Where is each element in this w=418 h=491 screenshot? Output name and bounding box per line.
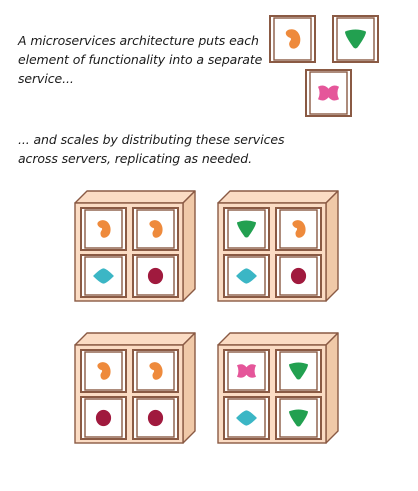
blob-shape bbox=[149, 220, 163, 238]
service-cell-triangle bbox=[332, 15, 379, 63]
diamond-shape bbox=[236, 268, 257, 284]
blob-shape bbox=[149, 362, 163, 380]
blob-shape bbox=[97, 220, 111, 238]
service-cell-diamond bbox=[223, 396, 270, 440]
service-cell-blob bbox=[132, 207, 179, 251]
circle-shape bbox=[290, 267, 307, 285]
service-cell-circle bbox=[132, 396, 179, 440]
service-cell-blob bbox=[80, 207, 127, 251]
triangle-shape bbox=[237, 220, 256, 238]
intro-caption: A microservices architecture puts each e… bbox=[18, 33, 263, 86]
blob-shape bbox=[285, 29, 301, 49]
cabinet-side bbox=[182, 190, 196, 302]
service-cell-circle bbox=[132, 254, 179, 298]
cabinet-top bbox=[217, 332, 339, 346]
service-cell-triangle bbox=[275, 396, 322, 440]
service-cell-diamond bbox=[223, 254, 270, 298]
scaling-caption: ... and scales by distributing these ser… bbox=[18, 132, 285, 166]
circle-shape bbox=[147, 409, 164, 427]
cabinet-top bbox=[74, 332, 196, 346]
service-cell-diamond bbox=[80, 254, 127, 298]
service-cell-triangle bbox=[275, 349, 322, 393]
service-cell-blob bbox=[80, 349, 127, 393]
service-cell-blob bbox=[269, 15, 316, 63]
service-cell-bowtie bbox=[305, 69, 352, 117]
triangle-shape bbox=[289, 362, 308, 380]
bowtie-service-box bbox=[305, 69, 352, 117]
service-cell-blob bbox=[132, 349, 179, 393]
blob-shape bbox=[292, 220, 306, 238]
triangle-shape bbox=[345, 29, 366, 49]
server-4 bbox=[217, 332, 339, 444]
blob-service-box bbox=[269, 15, 316, 63]
diamond-shape bbox=[236, 410, 257, 426]
cabinet-side bbox=[325, 332, 339, 444]
service-cell-blob bbox=[275, 207, 322, 251]
server-1 bbox=[74, 190, 196, 302]
blob-shape bbox=[97, 362, 111, 380]
cabinet-side bbox=[182, 332, 196, 444]
cabinet-top bbox=[74, 190, 196, 204]
circle-shape bbox=[147, 267, 164, 285]
circle-shape bbox=[95, 409, 112, 427]
diamond-shape bbox=[93, 268, 114, 284]
bowtie-shape bbox=[237, 364, 256, 378]
service-cell-circle bbox=[80, 396, 127, 440]
bowtie-shape bbox=[318, 85, 339, 101]
service-cell-triangle bbox=[223, 207, 270, 251]
service-cell-bowtie bbox=[223, 349, 270, 393]
cabinet-top bbox=[217, 190, 339, 204]
triangle-service-box bbox=[332, 15, 379, 63]
server-3 bbox=[74, 332, 196, 444]
triangle-shape bbox=[289, 409, 308, 427]
cabinet-side bbox=[325, 190, 339, 302]
server-2 bbox=[217, 190, 339, 302]
service-cell-circle bbox=[275, 254, 322, 298]
